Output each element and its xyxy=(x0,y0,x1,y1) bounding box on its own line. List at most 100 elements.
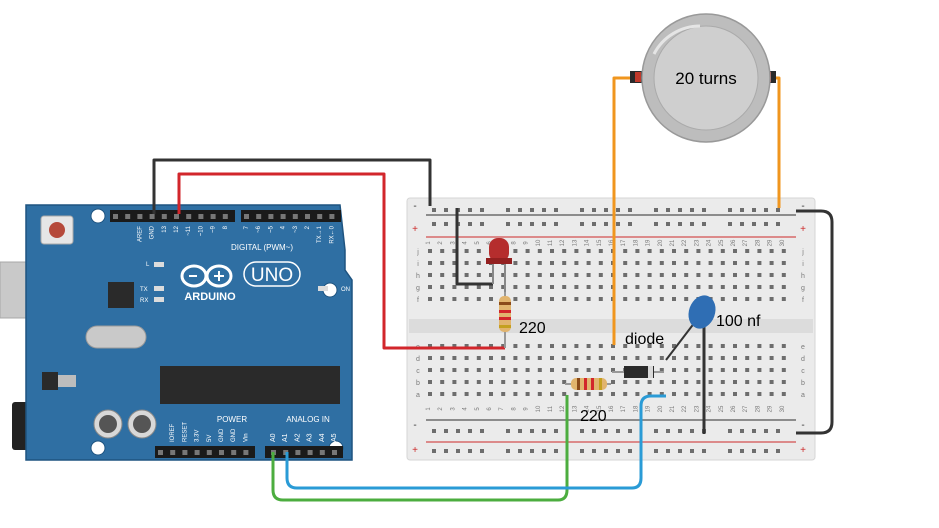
terminal-hole[interactable] xyxy=(537,344,542,348)
terminal-hole[interactable] xyxy=(452,273,457,277)
rail-hole[interactable] xyxy=(678,222,682,226)
terminal-hole[interactable] xyxy=(708,273,713,277)
terminal-hole[interactable] xyxy=(489,297,493,301)
terminal-hole[interactable] xyxy=(720,261,725,265)
terminal-hole[interactable] xyxy=(745,261,750,265)
terminal-hole[interactable] xyxy=(476,344,481,348)
rail-hole[interactable] xyxy=(728,449,732,453)
header-pin[interactable] xyxy=(198,214,204,219)
terminal-hole[interactable] xyxy=(501,392,506,396)
terminal-hole[interactable] xyxy=(733,285,737,289)
rail-hole[interactable] xyxy=(604,429,608,433)
terminal-hole[interactable] xyxy=(623,273,628,277)
terminal-hole[interactable] xyxy=(574,297,579,301)
terminal-hole[interactable] xyxy=(513,392,518,396)
terminal-hole[interactable] xyxy=(550,380,554,384)
terminal-hole[interactable] xyxy=(708,261,713,265)
header-pin[interactable] xyxy=(317,214,323,219)
rail-hole[interactable] xyxy=(764,449,768,453)
terminal-hole[interactable] xyxy=(501,285,506,289)
terminal-hole[interactable] xyxy=(696,356,701,360)
terminal-hole[interactable] xyxy=(525,380,530,384)
terminal-hole[interactable] xyxy=(769,356,774,360)
terminal-hole[interactable] xyxy=(733,380,737,384)
rail-hole[interactable] xyxy=(456,429,460,433)
rail-hole[interactable] xyxy=(752,449,756,453)
terminal-hole[interactable] xyxy=(464,249,469,253)
terminal-hole[interactable] xyxy=(598,356,603,360)
terminal-hole[interactable] xyxy=(537,356,542,360)
rail-hole[interactable] xyxy=(654,449,658,453)
terminal-hole[interactable] xyxy=(720,285,725,289)
terminal-hole[interactable] xyxy=(781,368,786,372)
rail-hole[interactable] xyxy=(764,222,768,226)
terminal-hole[interactable] xyxy=(562,285,567,289)
terminal-hole[interactable] xyxy=(550,285,554,289)
terminal-hole[interactable] xyxy=(598,392,603,396)
rail-hole[interactable] xyxy=(480,208,484,212)
header-pin[interactable] xyxy=(161,214,167,219)
terminal-hole[interactable] xyxy=(428,249,432,253)
terminal-hole[interactable] xyxy=(574,285,579,289)
rail-hole[interactable] xyxy=(592,208,596,212)
terminal-hole[interactable] xyxy=(745,380,750,384)
terminal-hole[interactable] xyxy=(635,285,640,289)
terminal-hole[interactable] xyxy=(464,392,469,396)
terminal-hole[interactable] xyxy=(635,297,640,301)
terminal-hole[interactable] xyxy=(550,344,554,348)
rail-hole[interactable] xyxy=(432,208,436,212)
rail-hole[interactable] xyxy=(506,222,510,226)
terminal-hole[interactable] xyxy=(769,273,774,277)
terminal-hole[interactable] xyxy=(757,273,762,277)
terminal-hole[interactable] xyxy=(781,344,786,348)
rail-hole[interactable] xyxy=(444,208,448,212)
terminal-hole[interactable] xyxy=(428,368,432,372)
terminal-hole[interactable] xyxy=(635,356,640,360)
terminal-hole[interactable] xyxy=(562,344,567,348)
terminal-hole[interactable] xyxy=(525,273,530,277)
rail-hole[interactable] xyxy=(654,429,658,433)
rail-hole[interactable] xyxy=(678,449,682,453)
terminal-hole[interactable] xyxy=(428,297,432,301)
terminal-hole[interactable] xyxy=(428,356,432,360)
terminal-hole[interactable] xyxy=(550,273,554,277)
terminal-hole[interactable] xyxy=(635,392,640,396)
terminal-hole[interactable] xyxy=(464,380,469,384)
terminal-hole[interactable] xyxy=(550,249,554,253)
header-pin[interactable] xyxy=(194,450,200,455)
terminal-hole[interactable] xyxy=(440,261,445,265)
rail-hole[interactable] xyxy=(580,222,584,226)
terminal-hole[interactable] xyxy=(696,380,701,384)
terminal-hole[interactable] xyxy=(440,344,445,348)
rail-hole[interactable] xyxy=(456,449,460,453)
terminal-hole[interactable] xyxy=(537,285,542,289)
terminal-hole[interactable] xyxy=(537,380,542,384)
header-pin[interactable] xyxy=(319,450,325,455)
terminal-hole[interactable] xyxy=(452,261,457,265)
terminal-hole[interactable] xyxy=(696,261,701,265)
terminal-hole[interactable] xyxy=(781,356,786,360)
terminal-hole[interactable] xyxy=(757,285,762,289)
rail-hole[interactable] xyxy=(530,449,534,453)
terminal-hole[interactable] xyxy=(550,297,554,301)
terminal-hole[interactable] xyxy=(647,273,652,277)
rail-hole[interactable] xyxy=(580,208,584,212)
terminal-hole[interactable] xyxy=(720,297,725,301)
terminal-hole[interactable] xyxy=(464,297,469,301)
terminal-hole[interactable] xyxy=(611,356,615,360)
terminal-hole[interactable] xyxy=(672,368,676,372)
rail-hole[interactable] xyxy=(616,222,620,226)
terminal-hole[interactable] xyxy=(757,356,762,360)
terminal-hole[interactable] xyxy=(525,249,530,253)
rail-hole[interactable] xyxy=(480,449,484,453)
terminal-hole[interactable] xyxy=(537,297,542,301)
terminal-hole[interactable] xyxy=(745,249,750,253)
rail-hole[interactable] xyxy=(432,222,436,226)
header-pin[interactable] xyxy=(219,450,224,455)
rail-hole[interactable] xyxy=(432,429,436,433)
rail-hole[interactable] xyxy=(468,429,472,433)
rail-hole[interactable] xyxy=(616,449,620,453)
header-pin[interactable] xyxy=(222,214,228,219)
terminal-hole[interactable] xyxy=(659,392,664,396)
terminal-hole[interactable] xyxy=(733,344,737,348)
